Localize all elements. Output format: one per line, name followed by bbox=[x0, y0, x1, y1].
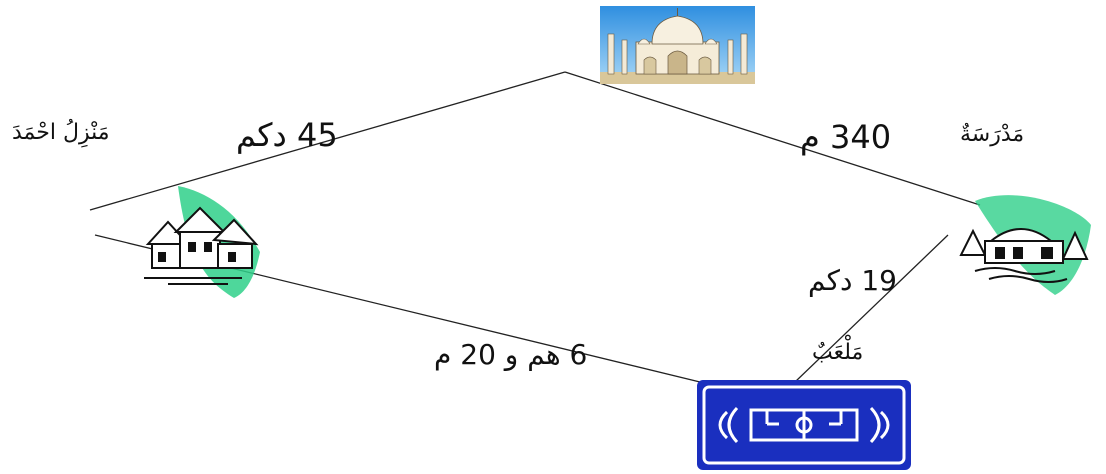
distance-school-playground: 19 دكم bbox=[808, 264, 897, 297]
home-label: مَنْزِلُ احْمَدَ bbox=[12, 120, 110, 145]
distance-mosque-school: 340 م bbox=[800, 118, 892, 156]
house-icon bbox=[138, 182, 268, 300]
mosque-icon bbox=[600, 6, 755, 84]
playground-label: مَلْعَبٌ bbox=[812, 340, 864, 365]
route-school-playground bbox=[794, 234, 949, 383]
route-home-mosque bbox=[89, 71, 566, 211]
distance-home-playground: 6 هم و 20 م bbox=[434, 338, 588, 371]
playground-sign-icon bbox=[697, 380, 911, 470]
school-icon bbox=[955, 185, 1095, 297]
distance-home-mosque: 45 دكم bbox=[236, 116, 338, 154]
school-label: مَدْرَسَةٌ bbox=[960, 122, 1025, 147]
route-mosque-school bbox=[564, 71, 981, 206]
